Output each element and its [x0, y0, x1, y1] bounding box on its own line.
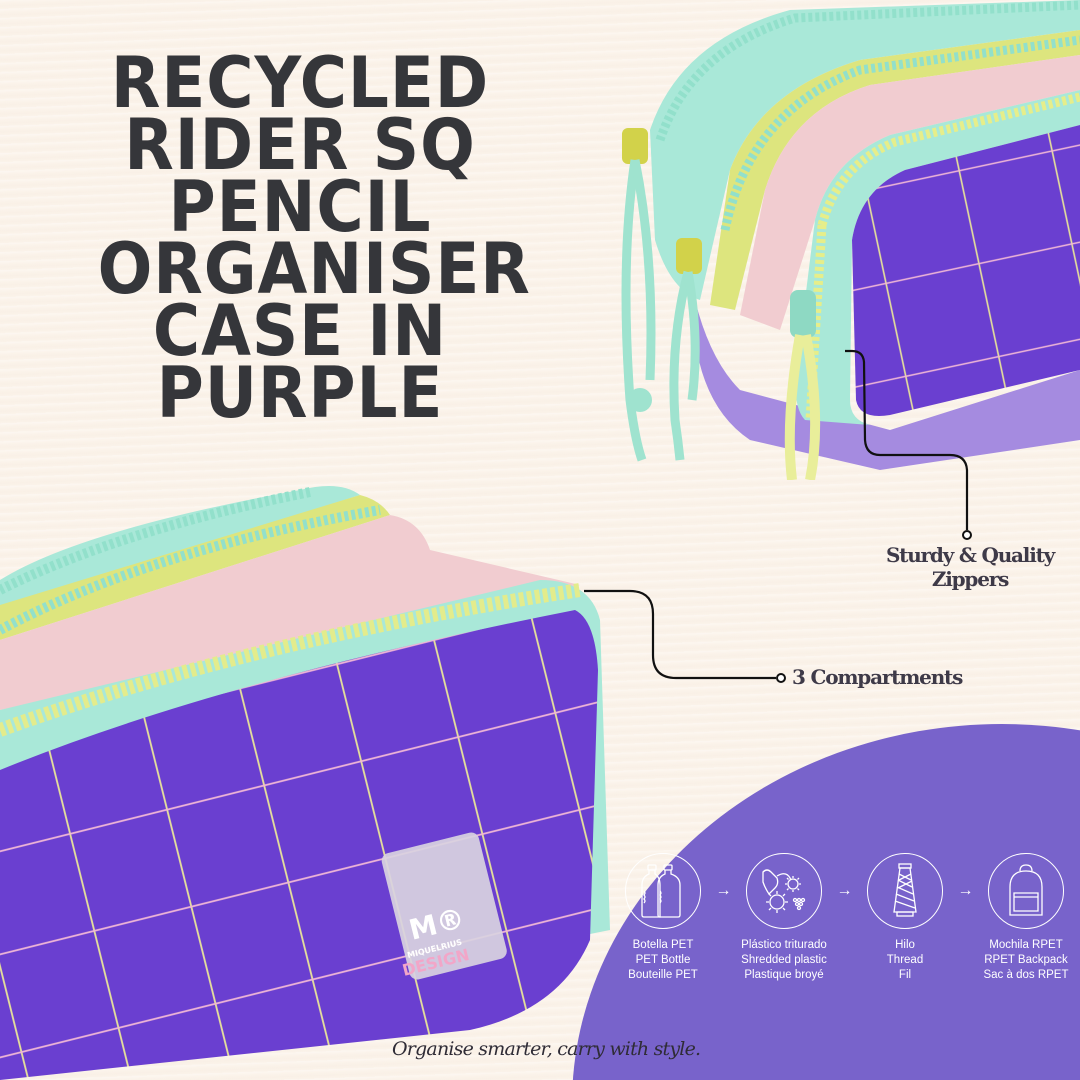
- zipper-pull: [621, 128, 821, 480]
- thread-spool-icon: [867, 853, 943, 929]
- recycling-step-label: Mochila RPET RPET Backpack Sac à dos RPE…: [983, 939, 1069, 981]
- bottles-icon: [625, 853, 701, 929]
- compartments-callout: 3 Compartments: [792, 665, 963, 689]
- title-line: RECYCLED: [110, 42, 490, 124]
- product-photo-front-view: M® MIQUELRIUS DESIGN: [0, 486, 610, 1080]
- product-title: RECYCLED RIDER SQ PENCIL ORGANISER CASE …: [97, 42, 531, 434]
- recycling-step: Plástico triturado Shredded plastic Plas…: [733, 853, 835, 983]
- zippers-callout-line1: Sturdy & Quality: [885, 543, 1055, 567]
- title-line: CASE IN: [152, 290, 448, 372]
- title-line: ORGANISER: [97, 228, 531, 310]
- recycling-step-label: Hilo Thread Fil: [886, 939, 924, 981]
- tagline: Organise smarter, carry with style.: [392, 1038, 701, 1060]
- arrow-right-icon: →: [957, 882, 974, 899]
- recycling-step: Botella PET PET Bottle Bouteille PET: [612, 853, 714, 983]
- brand-tag: [381, 832, 507, 980]
- zippers-callout: Sturdy & Quality Zippers: [870, 543, 1070, 591]
- compartments-connector-dot: [776, 673, 786, 683]
- backpack-icon: [988, 853, 1064, 929]
- product-photo-zipper-closeup: [621, 0, 1080, 480]
- recycling-step: Hilo Thread Fil: [854, 853, 956, 983]
- title-line: PURPLE: [156, 352, 444, 434]
- recycling-step-label: Plástico triturado Shredded plastic Plas…: [741, 939, 827, 981]
- recycling-process: Botella PET PET Bottle Bouteille PET →: [612, 853, 1080, 983]
- title-line: PENCIL: [168, 166, 432, 248]
- zippers-callout-line2: Zippers: [931, 567, 1009, 591]
- arrow-right-icon: →: [836, 882, 853, 899]
- zippers-connector-dot: [962, 530, 972, 540]
- recycling-step-label: Botella PET PET Bottle Bouteille PET: [628, 939, 698, 981]
- title-line: RIDER SQ: [124, 104, 476, 186]
- shredded-plastic-icon: [746, 853, 822, 929]
- recycling-step: Mochila RPET RPET Backpack Sac à dos RPE…: [975, 853, 1077, 983]
- arrow-right-icon: →: [715, 882, 732, 899]
